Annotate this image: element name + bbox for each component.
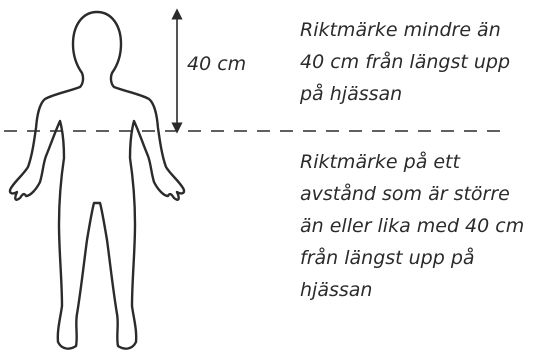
lower-caption: Riktmärke på ett avstånd som är större ä… <box>300 146 524 306</box>
distance-label: 40 cm <box>187 53 246 75</box>
human-figure-outline <box>10 12 184 349</box>
upper-caption: Riktmärke mindre än 40 cm från längst up… <box>300 14 510 110</box>
